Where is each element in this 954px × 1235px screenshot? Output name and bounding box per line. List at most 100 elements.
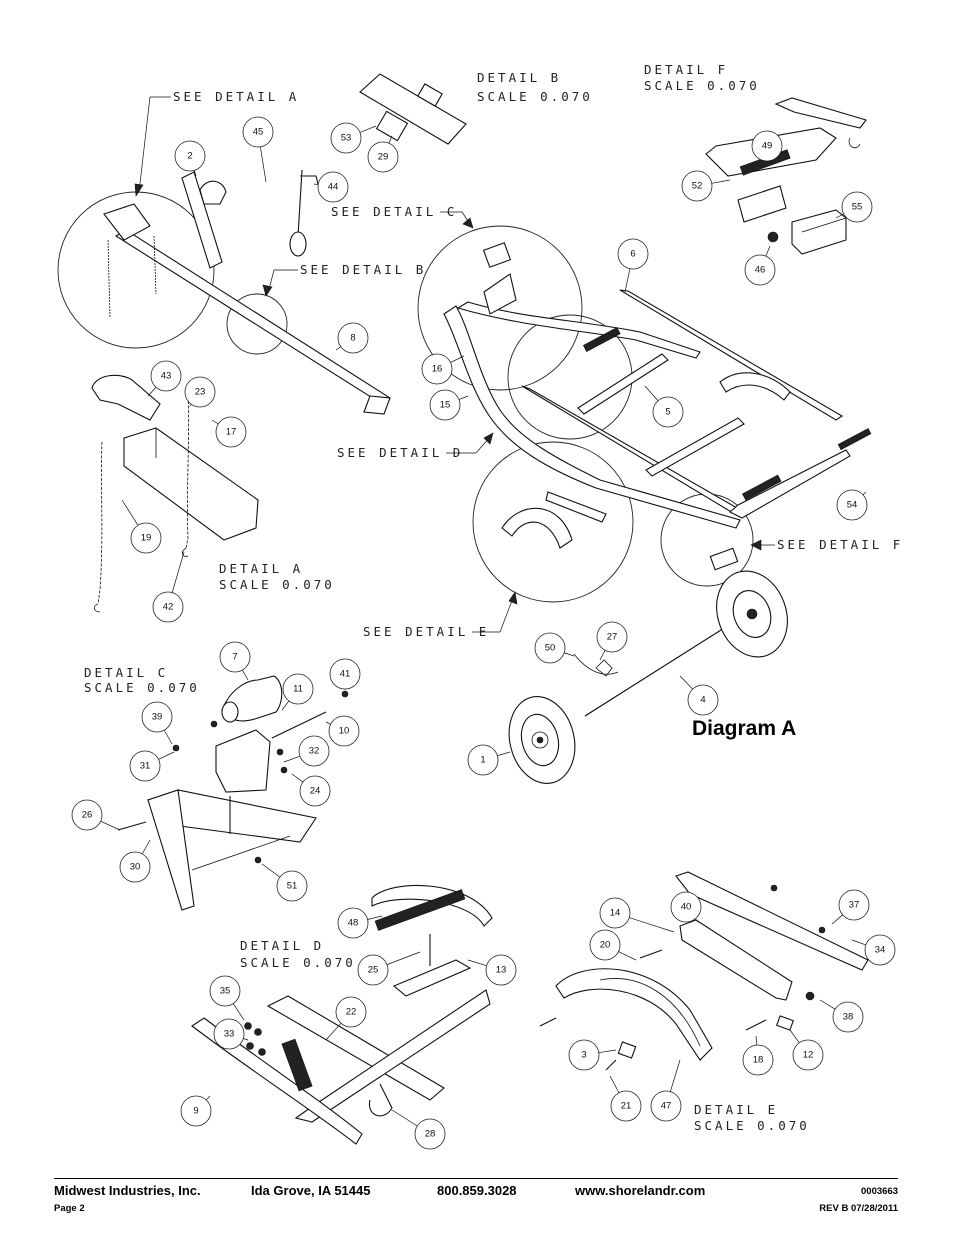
part-leader-39 — [163, 729, 173, 745]
guide-pad-d — [281, 1038, 313, 1092]
arrow-detail-e — [508, 591, 518, 605]
part-leader-3 — [598, 1049, 617, 1054]
part-leader-18 — [755, 1035, 758, 1046]
footer-company: Midwest Industries, Inc. — [54, 1183, 201, 1198]
footer-website[interactable]: www.shorelandr.com — [575, 1183, 706, 1198]
part-number-35: 35 — [209, 975, 245, 1021]
part-bubble-8 — [337, 322, 369, 354]
part-number-42: 42 — [152, 551, 185, 623]
part-leader-10 — [325, 721, 331, 725]
support-brace-c — [191, 835, 291, 871]
part-bubble-14 — [599, 897, 631, 929]
part-leader-16 — [450, 355, 465, 363]
part-leader-8 — [335, 346, 341, 351]
part-label-8: 8 — [350, 333, 355, 344]
part-bubble-15 — [429, 389, 461, 421]
parts-diagram: SEE DETAIL A SEE DETAIL B SEE DETAIL C S… — [57, 62, 903, 1150]
nut-c3 — [276, 748, 284, 756]
part-leader-24 — [291, 773, 304, 783]
part-leader-5 — [644, 385, 659, 401]
part-number-2: 2 — [174, 140, 206, 177]
washer-d4 — [258, 1048, 266, 1056]
bunk-pad-rear — [742, 474, 782, 501]
callout-see-detail-f: SEE DETAIL F — [777, 537, 903, 552]
detail-c-title: DETAIL C — [84, 665, 168, 680]
part-label-42: 42 — [163, 602, 174, 613]
part-leader-29 — [388, 135, 393, 144]
fender-mini — [501, 507, 573, 549]
footer-doc-number: 0003663 — [861, 1186, 898, 1197]
part-leader-11 — [281, 700, 290, 711]
safety-chain-hook-right — [182, 547, 189, 557]
part-bubble-5 — [652, 396, 684, 428]
callout-see-detail-c: SEE DETAIL C — [331, 204, 457, 219]
part-leader-14 — [629, 917, 675, 933]
part-bubble-55 — [841, 191, 873, 223]
part-number-33: 33 — [213, 1018, 249, 1050]
part-leader-54 — [862, 491, 867, 496]
part-label-10: 10 — [339, 726, 350, 737]
footer-rule — [54, 1178, 898, 1179]
bolt-e4 — [639, 949, 663, 959]
leader-detail-e — [472, 597, 514, 633]
part-label-28: 28 — [425, 1129, 436, 1140]
part-leader-26 — [100, 820, 121, 831]
part-label-27: 27 — [607, 632, 618, 643]
part-leader-33 — [243, 1038, 249, 1041]
bolt-e2 — [605, 1059, 617, 1071]
part-number-17: 17 — [211, 416, 247, 448]
carriage-bolt-c — [117, 821, 147, 831]
part-number-21: 21 — [609, 1075, 642, 1122]
part-leader-12 — [789, 1029, 800, 1044]
part-label-39: 39 — [152, 712, 163, 723]
frame-tongue — [443, 305, 741, 529]
taillight-f-edge — [801, 217, 847, 233]
nut-c2 — [172, 744, 180, 752]
u-bolt-d — [368, 1083, 393, 1117]
part-label-2: 2 — [187, 151, 192, 162]
bracket-block-b — [375, 110, 409, 142]
part-leader-44 — [313, 183, 319, 186]
part-label-22: 22 — [346, 1007, 357, 1018]
callout-see-detail-b: SEE DETAIL B — [300, 262, 426, 277]
part-leader-9 — [205, 1095, 211, 1101]
part-leader-17 — [211, 419, 219, 425]
bracket-plate-b — [359, 73, 467, 145]
part-bubble-9 — [180, 1095, 212, 1127]
part-bubble-42 — [152, 591, 184, 623]
part-leader-22 — [325, 1022, 342, 1041]
part-bubble-24 — [299, 775, 331, 807]
part-label-3: 3 — [581, 1050, 586, 1061]
part-leader-6 — [624, 268, 631, 293]
part-bubble-52 — [681, 170, 713, 202]
part-label-50: 50 — [545, 643, 556, 654]
nut-e2 — [770, 884, 778, 892]
part-number-7: 7 — [219, 641, 251, 681]
part-label-17: 17 — [226, 427, 237, 438]
part-leader-32 — [283, 755, 301, 763]
frame-cross-member-rear — [729, 449, 851, 519]
part-bubble-16 — [421, 353, 453, 385]
part-bubble-20 — [589, 929, 621, 961]
part-bubble-50 — [534, 632, 566, 664]
washer-d2 — [254, 1028, 262, 1036]
part-number-9: 9 — [180, 1095, 212, 1127]
part-number-12: 12 — [789, 1029, 824, 1071]
part-leader-7 — [242, 669, 249, 681]
part-bubble-33 — [213, 1018, 245, 1050]
part-number-16: 16 — [421, 353, 465, 385]
part-label-37: 37 — [849, 900, 860, 911]
bunk-pad-front — [582, 327, 621, 352]
part-leader-28 — [391, 1109, 418, 1127]
roller-shaft — [271, 711, 327, 739]
tongue-beam-a-end — [363, 395, 391, 415]
part-bubble-44 — [317, 171, 349, 203]
support-leg-c — [147, 789, 195, 911]
part-number-8: 8 — [335, 322, 369, 354]
part-leader-20 — [618, 951, 637, 961]
part-number-39: 39 — [141, 701, 173, 745]
part-bubble-34 — [864, 934, 896, 966]
keel-roller-end — [221, 701, 239, 723]
wheel-rear — [716, 570, 788, 658]
part-label-43: 43 — [161, 371, 172, 382]
